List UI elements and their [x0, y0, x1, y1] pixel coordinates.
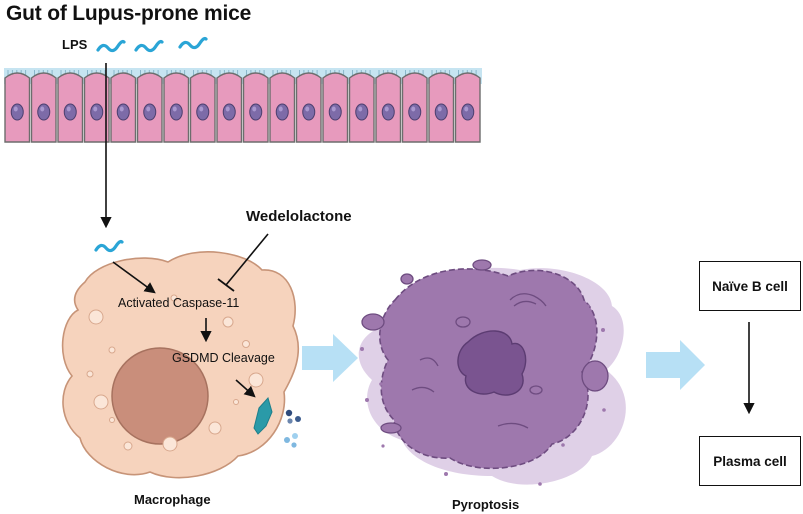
- macrophage-nucleus: [111, 347, 209, 445]
- epithelial-cell: [163, 70, 190, 143]
- pyroptotic-cell: [358, 259, 626, 486]
- epithelial-cell: [375, 70, 402, 143]
- epithelial-cell: [454, 70, 481, 143]
- pyroptotic-nucleus: [457, 330, 527, 396]
- block-arrow-icon: [646, 340, 705, 390]
- naive-b-cell-box: Naïve B cell: [699, 261, 801, 311]
- gsdmd-pore-icon: [253, 396, 273, 435]
- epithelial-cell: [30, 70, 57, 143]
- caspase-label: Activated Caspase-11: [118, 296, 240, 310]
- organelle-lines: [411, 293, 547, 429]
- epithelial-cell: [348, 70, 375, 143]
- epithelial-cell: [295, 70, 322, 143]
- epithelial-cell: [401, 70, 428, 143]
- inhibition-bar: [217, 278, 235, 292]
- epithelial-cell: [428, 70, 455, 143]
- lps-squiggles: [96, 36, 208, 53]
- debris-dots: [360, 294, 606, 486]
- naive-b-cell-label: Naïve B cell: [712, 278, 788, 294]
- cytokine-dots-icon: [284, 409, 301, 448]
- inhibitor-label: Wedelolactone: [246, 208, 352, 225]
- lps-squiggle-icon: [178, 36, 208, 50]
- gsdmd-label: GSDMD Cleavage: [172, 351, 275, 365]
- lps-label: LPS: [62, 37, 88, 52]
- lps-squiggle-icon: [94, 239, 124, 253]
- plasma-cell-label: Plasma cell: [713, 453, 787, 469]
- epithelial-cell: [110, 70, 137, 143]
- epithelial-cell: [216, 70, 243, 143]
- epithelial-cell: [269, 70, 296, 143]
- epithelial-cell: [189, 70, 216, 143]
- epithelial-cell: [322, 70, 349, 143]
- figure-title: Gut of Lupus-prone mice: [6, 2, 252, 25]
- macrophage-label: Macrophage: [134, 492, 211, 507]
- epithelial-cell: [57, 70, 84, 143]
- pyroptosis-label: Pyroptosis: [452, 497, 520, 512]
- macrophage-cell: [61, 251, 300, 479]
- inhibition-line: [225, 233, 269, 286]
- epithelial-cell: [136, 70, 163, 143]
- epithelial-cell: [4, 70, 31, 143]
- debris: [361, 259, 609, 434]
- lps-squiggle-icon: [96, 39, 126, 53]
- plasma-cell-box: Plasma cell: [699, 436, 801, 486]
- gsdmd-to-pore-arrow: [235, 379, 256, 398]
- lps-squiggle-icon: [134, 39, 164, 53]
- epithelial-cell: [242, 70, 269, 143]
- lps-to-caspase-arrow: [112, 261, 156, 294]
- epithelial-cell: [83, 70, 110, 143]
- vesicles: [86, 294, 264, 452]
- intestinal-epithelium: [4, 68, 482, 143]
- block-arrow-icon: [302, 334, 358, 382]
